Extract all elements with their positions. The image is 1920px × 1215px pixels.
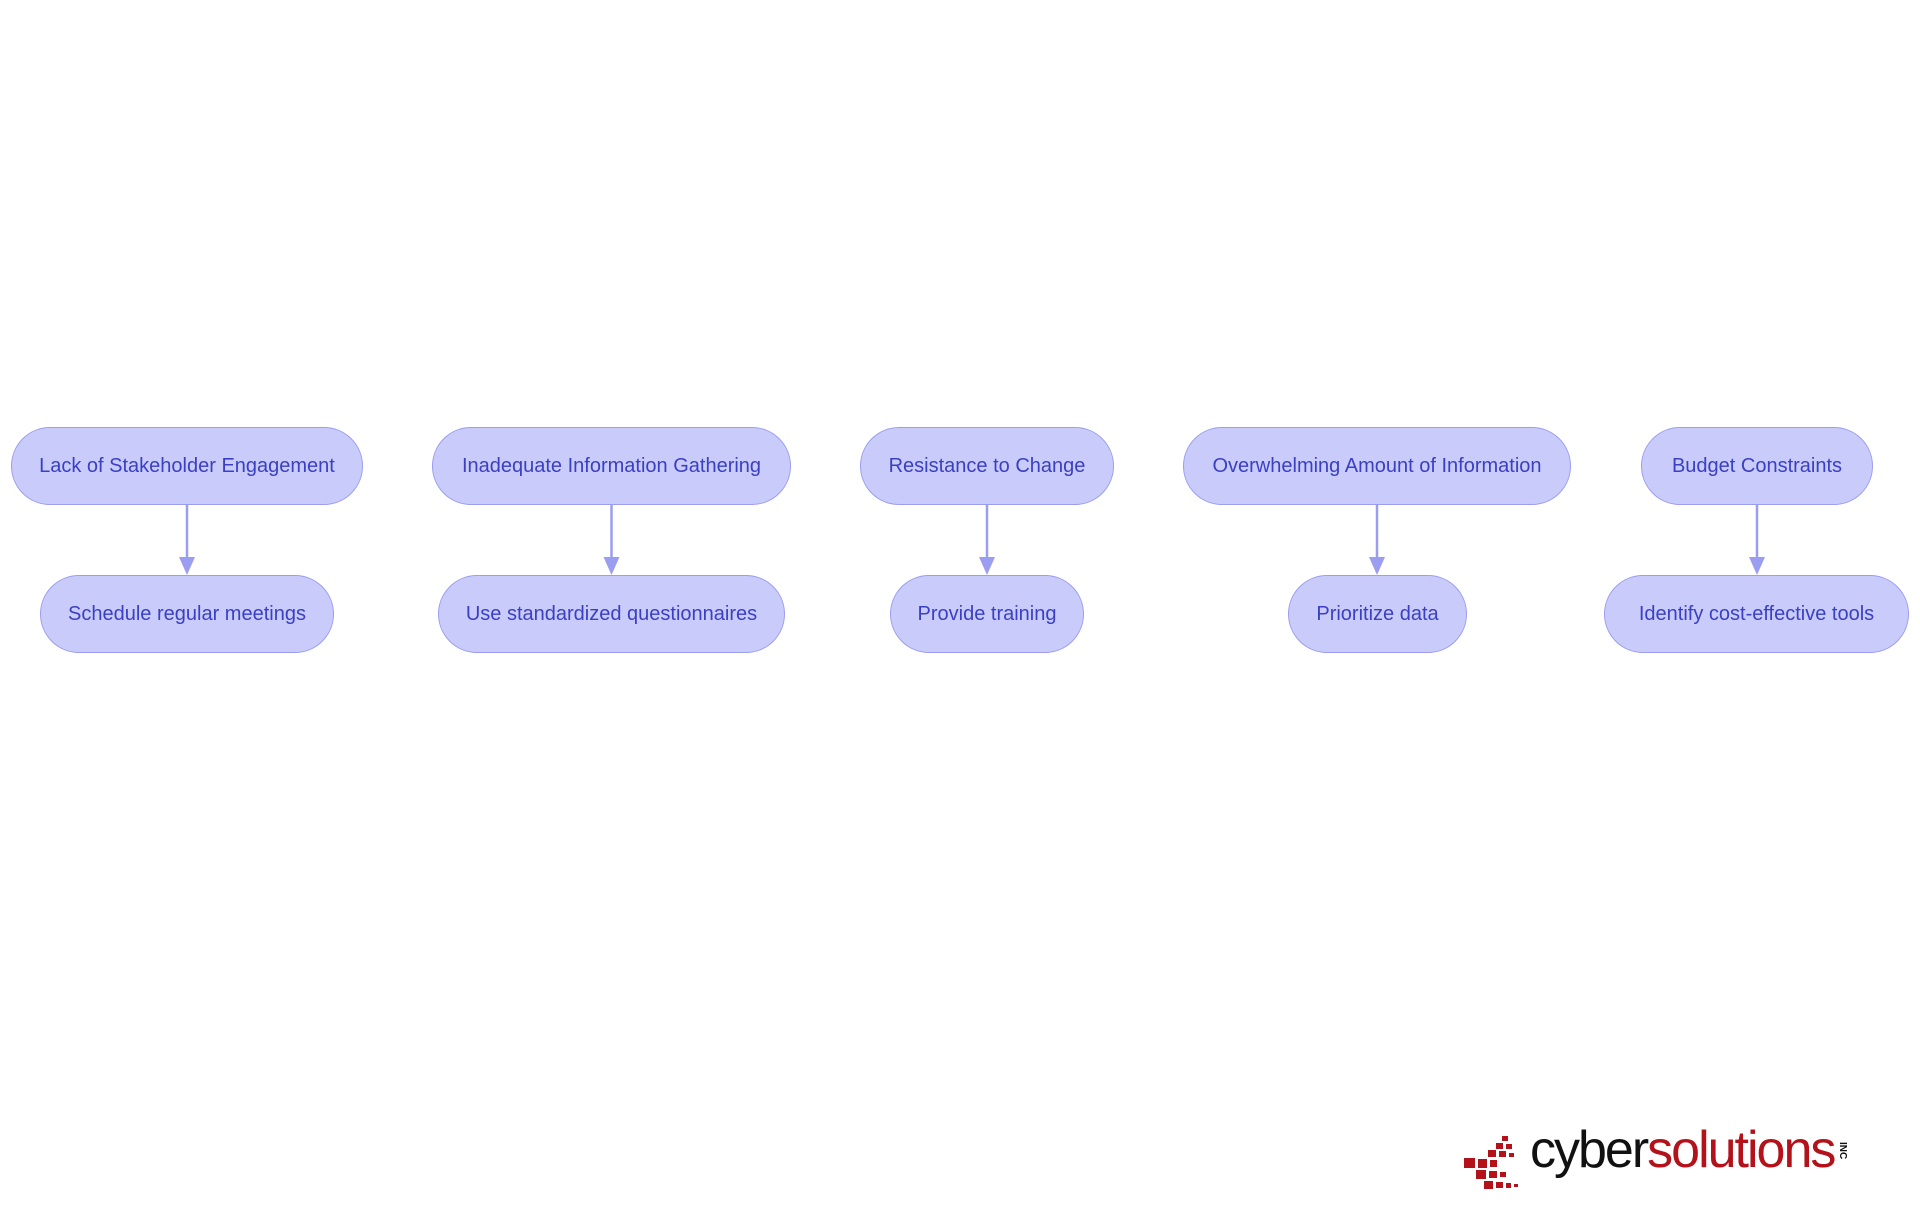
solution-node-prioritize-data: Prioritize data — [1288, 575, 1467, 653]
solution-node-provide-training: Provide training — [890, 575, 1084, 653]
edge-arrowhead — [979, 557, 995, 575]
challenge-node-information-gathering: Inadequate Information Gathering — [432, 427, 791, 505]
challenge-node-information-overload: Overwhelming Amount of Information — [1183, 427, 1571, 505]
solution-node-regular-meetings: Schedule regular meetings — [40, 575, 334, 653]
challenge-node-budget-constraints: Budget Constraints — [1641, 427, 1873, 505]
edge-arrowhead — [1749, 557, 1765, 575]
logo-pixel-mark-icon — [1464, 1136, 1518, 1189]
logo-word-solutions: solutions — [1647, 1121, 1836, 1179]
challenge-node-resistance-to-change: Resistance to Change — [860, 427, 1114, 505]
solution-node-cost-effective-tools: Identify cost-effective tools — [1604, 575, 1909, 653]
logo-wordmark: cybersolutions — [1530, 1121, 1836, 1179]
logo-inc-suffix: INC — [1837, 1142, 1848, 1160]
logo-word-cyber: cyber — [1530, 1121, 1649, 1179]
challenge-node-stakeholder-engagement: Lack of Stakeholder Engagement — [11, 427, 363, 505]
solution-node-standardized-questionnaires: Use standardized questionnaires — [438, 575, 785, 653]
edge-arrowhead — [179, 557, 195, 575]
edge-arrowhead — [603, 557, 620, 575]
edge-arrowhead — [1369, 557, 1385, 575]
cybersolutions-logo: cybersolutions INC — [1462, 1118, 1862, 1200]
